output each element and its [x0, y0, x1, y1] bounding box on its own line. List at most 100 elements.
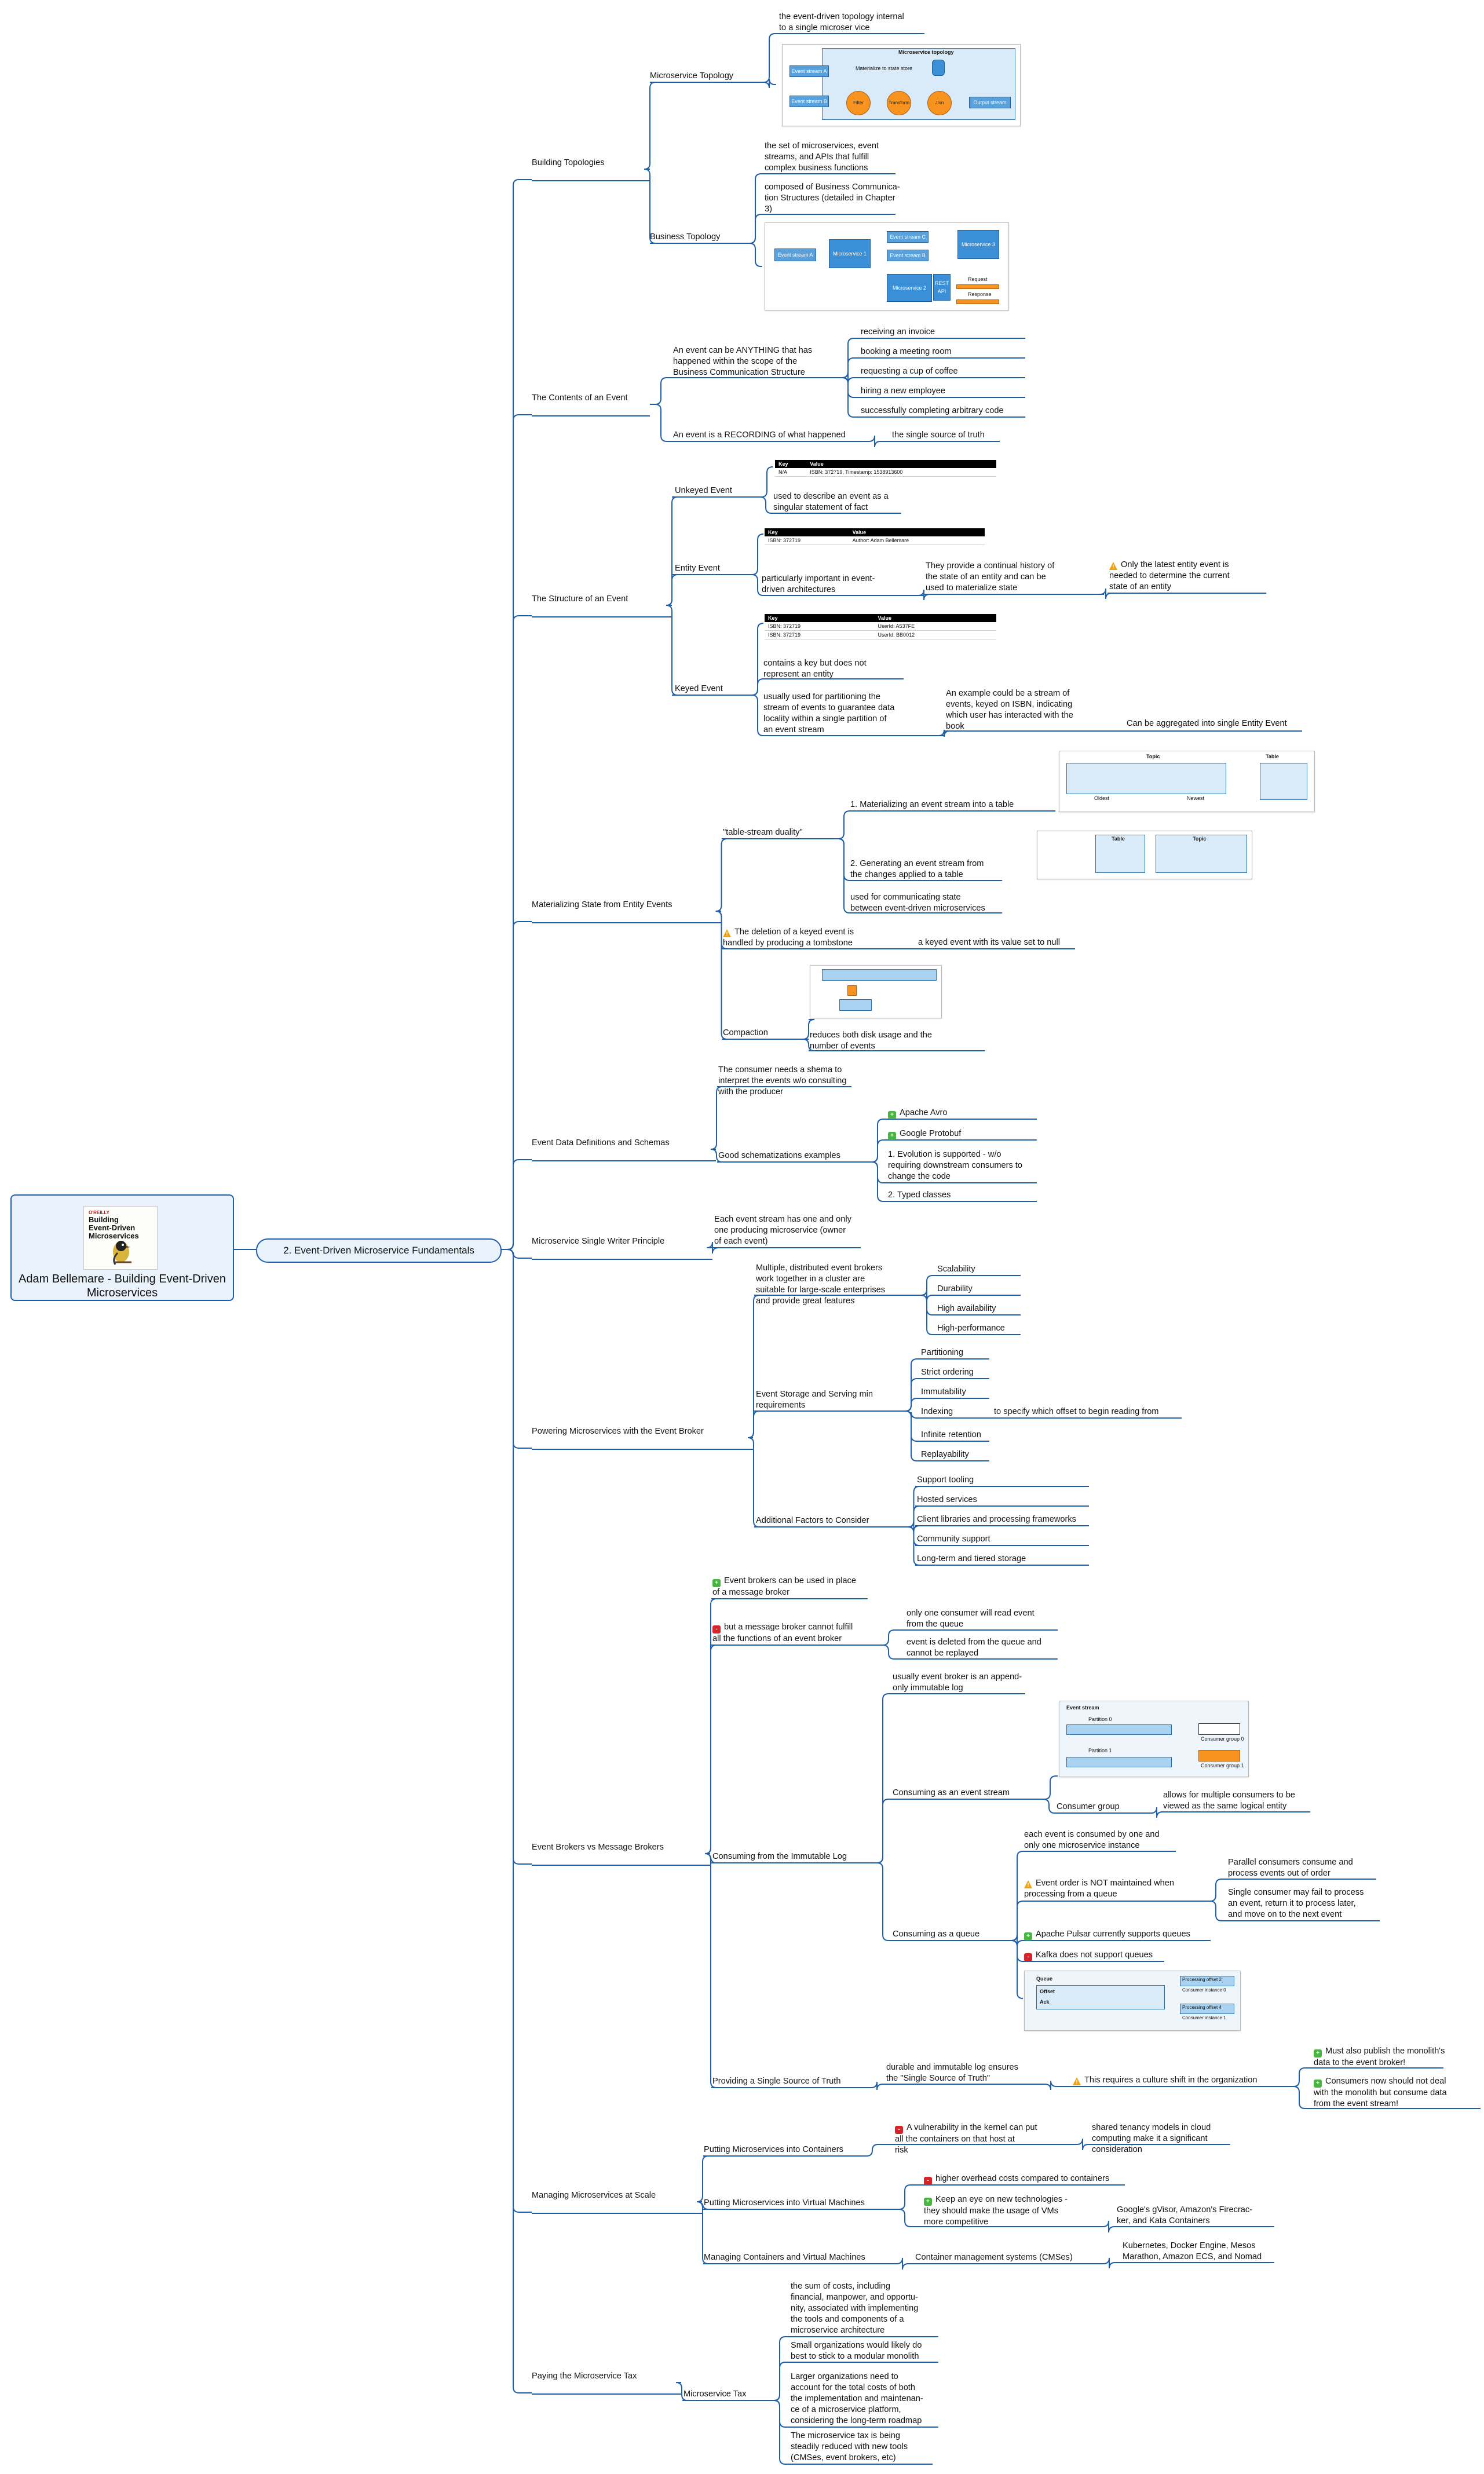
vs-queue-1: only one consumer will read event from t… — [907, 1609, 1035, 1629]
node-consuming-stream[interactable]: Consuming as an event stream — [893, 1788, 1010, 1797]
connector-line — [704, 1645, 717, 1854]
microservice-topology-figure: Microservice topology Event stream A Mat… — [782, 44, 1021, 126]
thumbs-up-icon: + — [1024, 1932, 1032, 1941]
schema-desc: The consumer needs a shema to interpret … — [718, 1065, 847, 1097]
connector-line — [650, 404, 672, 442]
node-additional-factors[interactable]: Additional Factors to Consider — [756, 1516, 869, 1525]
connector-line — [1037, 2080, 1072, 2091]
fig-cell — [1180, 2004, 1234, 2014]
consumer-group-desc: allows for multiple consumers to be view… — [1163, 1790, 1295, 1811]
fig-proc1: Processing offset 2 — [1182, 1977, 1222, 1982]
node-storage-requirements[interactable]: Event Storage and Serving min requiremen… — [756, 1390, 873, 1410]
node-single-writer[interactable]: Microservice Single Writer Principle — [532, 1237, 665, 1246]
bt-request-label: Request — [968, 276, 988, 282]
node-single-source-of-truth[interactable]: Providing a Single Source of Truth — [712, 2077, 841, 2086]
fig-cg1: Consumer group 1 — [1201, 1763, 1244, 1768]
branch-line — [499, 1249, 532, 1865]
connector-line — [1150, 1807, 1163, 1818]
vs-down[interactable]: -but a message broker cannot fulfill all… — [712, 1622, 853, 1645]
connector-line — [1102, 2220, 1115, 2233]
connector-line — [919, 1295, 935, 1335]
node-managing-at-scale[interactable]: Managing Microservices at Scale — [532, 2191, 656, 2200]
fig-ci0: Consumer instance 0 — [1182, 1987, 1226, 1993]
queue-order[interactable]: !Event order is NOT maintained when proc… — [1024, 1878, 1174, 1900]
node-keyed[interactable]: Keyed Event — [675, 684, 723, 693]
node-consuming-queue[interactable]: Consuming as a queue — [893, 1929, 980, 1939]
branch-line — [499, 1249, 532, 2393]
node-event-broker[interactable]: Powering Microservices with the Event Br… — [532, 1427, 704, 1436]
connector-line — [904, 1410, 919, 1461]
kv-cell: UserId: BB0012 — [874, 630, 996, 639]
bt-event-stream-b: Event stream B — [887, 250, 929, 261]
connector-line — [838, 838, 850, 913]
output-stream-box: Output stream — [969, 97, 1011, 108]
connector-line — [751, 695, 764, 736]
root-node[interactable]: O'REILLY Building Event-Driven Microserv… — [10, 1194, 234, 1301]
node-business-topology[interactable]: Business Topology — [650, 232, 721, 242]
node-structure-of-event[interactable]: The Structure of an Event — [532, 594, 628, 604]
compaction-figure — [810, 965, 942, 1018]
entity-latest-text: Only the latest entity event is needed t… — [1109, 560, 1230, 591]
connector-line — [644, 82, 656, 170]
connector-line — [875, 1645, 905, 1660]
connector-line — [1043, 1775, 1058, 1800]
node-containers[interactable]: Putting Microservices into Containers — [704, 2145, 843, 2154]
sst-culture-text: This requires a culture shift in the org… — [1084, 2075, 1258, 2085]
connector-line — [666, 574, 678, 606]
contents-recording[interactable]: An event is a RECORDING of what happened — [673, 430, 846, 440]
example-2: booking a meeting room — [861, 347, 952, 356]
node-schemas[interactable]: Event Data Definitions and Schemas — [532, 1138, 670, 1148]
contents-anything[interactable]: An event can be ANYTHING that has happen… — [673, 346, 813, 377]
queue-figure: Queue Offset Ack Processing offset 2 Con… — [1024, 1971, 1241, 2031]
node-microservice-topology[interactable]: Microservice Topology — [650, 71, 734, 81]
node-consumer-group[interactable]: Consumer group — [1057, 1802, 1120, 1811]
thumbs-up-icon: + — [924, 2198, 932, 2206]
node-table-stream-duality[interactable]: "table-stream duality" — [723, 828, 803, 837]
connector-line — [762, 33, 776, 83]
node-building-topologies[interactable]: Building Topologies — [532, 158, 605, 167]
mat-step-1: 1. Materializing an event stream into a … — [850, 800, 1014, 809]
cms-examples: Kubernetes, Docker Engine, Mesos Maratho… — [1123, 2241, 1262, 2261]
node-managing-cvm[interactable]: Managing Containers and Virtual Machines — [704, 2253, 865, 2262]
kv-value-header: Value — [806, 460, 996, 468]
entity-history: They provide a continual history of the … — [926, 561, 1055, 593]
node-vms[interactable]: Putting Microservices into Virtual Machi… — [704, 2198, 865, 2208]
node-microservice-tax-branch[interactable]: Paying the Microservice Tax — [532, 2371, 637, 2381]
connector-line — [751, 533, 764, 575]
sst-culture[interactable]: !This requires a culture shift in the or… — [1073, 2075, 1258, 2086]
fig-queue-label: Queue — [1036, 1976, 1053, 1982]
node-brokers-vs-message[interactable]: Event Brokers vs Message Brokers — [532, 1843, 664, 1852]
fig-partition1: Partition 1 — [1088, 1748, 1112, 1753]
tombstone-node[interactable]: !The deletion of a keyed event is handle… — [723, 927, 854, 949]
fig-cell — [1036, 1985, 1165, 2009]
node-immutable-log[interactable]: Consuming from the Immutable Log — [712, 1852, 847, 1861]
node-cms[interactable]: Container management systems (CMSes) — [915, 2253, 1073, 2262]
node-compaction[interactable]: Compaction — [723, 1028, 768, 1037]
fig-topic-label: Topic — [1146, 754, 1160, 759]
node-microservice-tax[interactable]: Microservice Tax — [683, 2389, 747, 2399]
thumbs-up-icon: + — [1314, 2049, 1322, 2058]
book-cover-image: O'REILLY Building Event-Driven Microserv… — [83, 1206, 158, 1270]
chapter-node[interactable]: 2. Event-Driven Microservice Fundamental… — [256, 1238, 502, 1263]
kv-cell: ISBN: 372719 — [765, 630, 875, 639]
tax-large: Larger organizations need to account for… — [791, 2372, 923, 2425]
node-materializing-state[interactable]: Materializing State from Entity Events — [532, 900, 672, 909]
additional-item-5: Long-term and tiered storage — [917, 1554, 1026, 1563]
node-contents-of-event[interactable]: The Contents of an Event — [532, 393, 628, 403]
fig-topic-label: Topic — [1193, 836, 1207, 842]
node-unkeyed[interactable]: Unkeyed Event — [675, 486, 732, 495]
node-good-schemas[interactable]: Good schematizations examples — [718, 1151, 840, 1160]
protobuf-text: Google Protobuf — [900, 1129, 962, 1138]
connector-line — [838, 371, 858, 384]
bt-ms2: Microservice 2 — [887, 274, 932, 302]
table-to-stream-figure: Table Topic — [1037, 831, 1252, 879]
business-topology-desc1: the set of microservices, event streams,… — [765, 141, 879, 173]
connector-line — [904, 1398, 919, 1412]
vms-examples: Google's gVisor, Amazon's Firecrac- ker,… — [1117, 2205, 1253, 2225]
vms-cost: -higher overhead costs compared to conta… — [924, 2173, 1109, 2185]
connector-line — [759, 496, 772, 514]
fig-cell — [1260, 763, 1307, 800]
node-entity[interactable]: Entity Event — [675, 564, 720, 573]
